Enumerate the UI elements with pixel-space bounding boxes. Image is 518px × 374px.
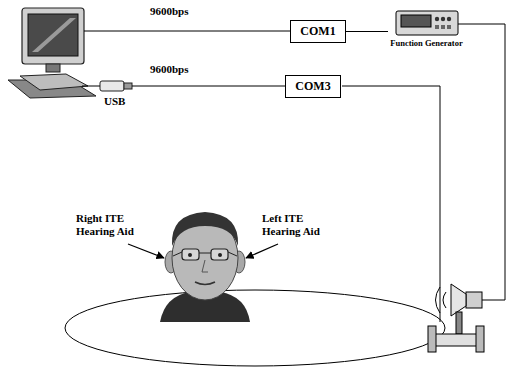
keyboard: [20, 74, 88, 90]
eye: [218, 253, 222, 257]
generator-display: [401, 15, 431, 27]
port-name: COM1: [299, 24, 337, 39]
hair: [172, 212, 238, 246]
generator-icon: [395, 10, 459, 36]
platform-wheel: [476, 326, 484, 352]
mouth: [195, 282, 215, 285]
generator-knob: [440, 17, 444, 21]
sound-waves: [436, 287, 447, 313]
screen: [28, 14, 78, 56]
turntable: [428, 312, 484, 352]
screen-glare: [32, 18, 76, 52]
leader-arrow: [128, 244, 164, 258]
generator-button: [441, 25, 445, 29]
glasses-lens: [211, 249, 228, 260]
platform-base: [432, 334, 480, 346]
generator-case: [396, 11, 458, 35]
port-name: COM3: [294, 79, 332, 94]
serial-wire: [84, 31, 290, 32]
generator-button: [447, 25, 451, 29]
glasses-lens: [182, 249, 199, 260]
dongle-plug: [124, 83, 132, 89]
computer-icon: [8, 8, 96, 98]
speaker-cone: [451, 284, 466, 316]
monitor: [22, 8, 84, 64]
subject-photo: [160, 212, 250, 322]
port-label: USB: [104, 95, 125, 108]
device-label: Function Generator: [388, 38, 465, 48]
generator-knob: [434, 17, 438, 21]
eye: [188, 253, 192, 257]
monitor-stand: [46, 64, 60, 72]
baud-rate-label: 9600bps: [150, 63, 189, 76]
signal-wire: [454, 24, 505, 300]
baud-rate-label: 9600bps: [150, 5, 189, 18]
usb-cable: [82, 86, 100, 87]
serial-wire: [132, 86, 285, 87]
leader-arrow: [246, 244, 278, 258]
rotation-circle: [65, 290, 445, 366]
part-label: Right ITE Hearing Aid: [76, 212, 150, 238]
platform-post: [456, 312, 462, 334]
port-box: COM3: [285, 75, 341, 98]
usb-dongle: [100, 81, 132, 91]
speaker-body: [466, 292, 482, 308]
function-generator: Function Generator: [388, 10, 465, 48]
nose: [202, 260, 208, 272]
generator-knob: [446, 17, 450, 21]
control-wire: [342, 86, 440, 322]
generator-button: [435, 25, 439, 29]
glasses-frame: [173, 252, 237, 256]
dongle-body: [100, 81, 124, 91]
loudspeaker: [436, 284, 483, 316]
port-box: COM1: [290, 20, 346, 43]
platform-wheel: [428, 326, 436, 352]
serial-wire: [346, 31, 388, 32]
part-label: Left ITE Hearing Aid: [262, 212, 336, 238]
